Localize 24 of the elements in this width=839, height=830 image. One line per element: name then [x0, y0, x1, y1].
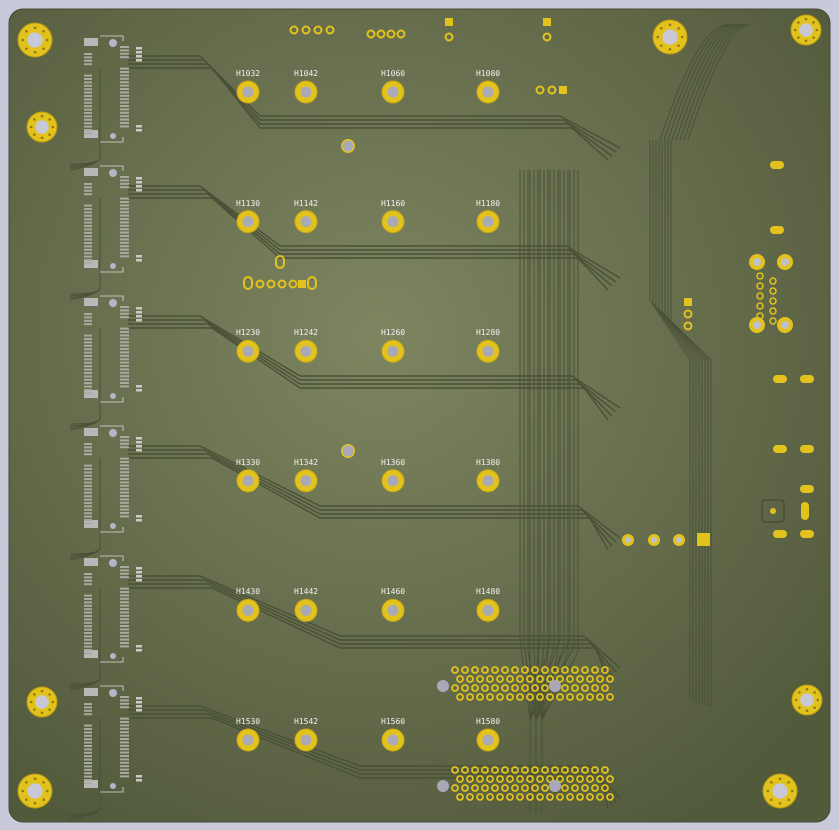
- hole-reference-label: H1280: [476, 328, 500, 338]
- hole-reference-label: H1060: [381, 69, 406, 78]
- hole-reference-label: H1260: [381, 328, 406, 338]
- hole-reference-label: H1342: [294, 458, 318, 467]
- hole-reference-label: H1330: [236, 458, 260, 467]
- hole-reference-label: H1230: [236, 328, 260, 338]
- hole-reference-label: H1360: [381, 458, 406, 467]
- hole-reference-label: H1580: [476, 717, 500, 726]
- hole-reference-label: H1130: [236, 198, 260, 208]
- hole-reference-label: H1032: [236, 69, 260, 78]
- hole-reference-label: H1460: [381, 587, 406, 596]
- hole-reference-label: H1542: [294, 717, 318, 726]
- hole-reference-label: H1042: [294, 69, 318, 78]
- hole-reference-label: H1442: [294, 587, 318, 596]
- hole-reference-label: H1480: [476, 587, 500, 596]
- hole-reference-label: H1560: [381, 717, 406, 726]
- hole-reference-label: H1242: [294, 328, 318, 338]
- hole-reference-label: H1530: [236, 717, 260, 726]
- hole-reference-label: H1160: [381, 198, 406, 208]
- hole-reference-label: H1430: [236, 587, 260, 596]
- hole-reference-label: H1380: [476, 458, 500, 467]
- hole-reference-label: H1142: [294, 198, 318, 208]
- hole-reference-label: H1180: [476, 198, 500, 208]
- hole-reference-label: H1080: [476, 69, 500, 78]
